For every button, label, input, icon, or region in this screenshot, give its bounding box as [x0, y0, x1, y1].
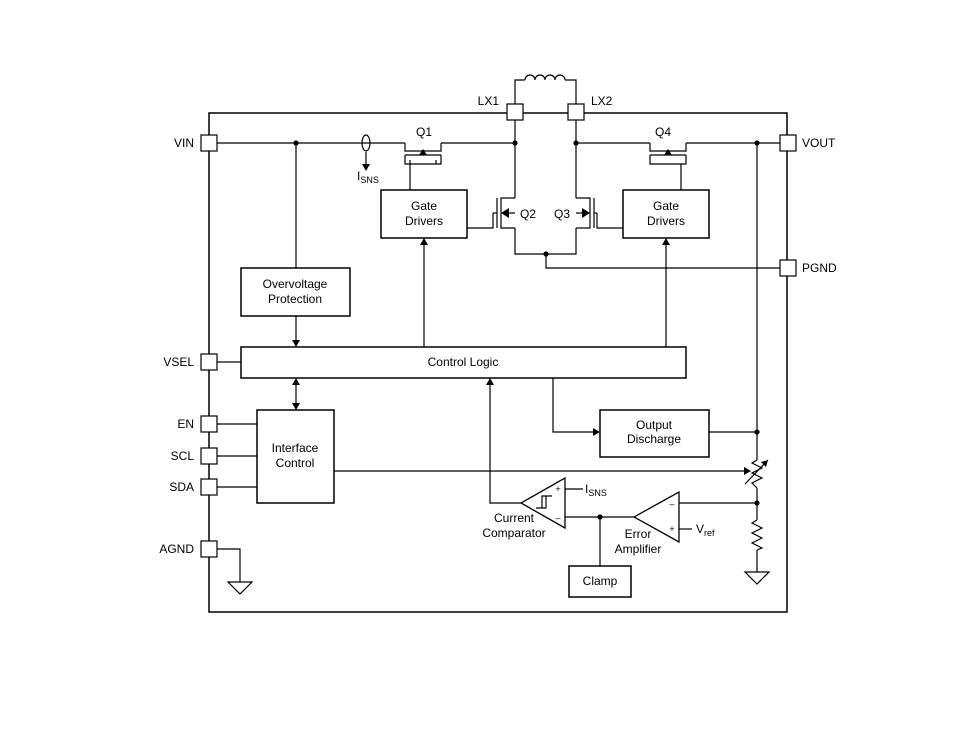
current-comparator [519, 476, 566, 530]
junctions [293, 140, 760, 520]
wiring [217, 120, 780, 582]
pin-pgnd [779, 259, 797, 277]
pin-sda [200, 478, 218, 496]
current-sense-ring [361, 134, 371, 152]
pin-lx2 [567, 103, 585, 121]
pin-label-vout: VOUT [802, 136, 836, 150]
inductor [514, 74, 577, 104]
gate-drivers-right-block [622, 189, 710, 239]
control-logic-label: Control Logic [428, 355, 499, 369]
current-comparator-line1: Current [494, 511, 535, 525]
comparator-plus-sign: + [555, 484, 560, 494]
interface-control-line2: Control [276, 456, 315, 470]
label-q1: Q1 [416, 125, 432, 139]
clamp-block [568, 565, 632, 598]
clamp-label: Clamp [583, 574, 618, 588]
pin-label-scl: SCL [171, 449, 195, 463]
pin-label-lx1: LX1 [478, 94, 500, 108]
feedback-resistor [750, 519, 764, 551]
error-amp-minus-sign: – [669, 499, 674, 509]
overvoltage-protection-block [240, 267, 351, 317]
pin-label-vin: VIN [174, 136, 194, 150]
control-logic-block [240, 346, 687, 379]
label-q2: Q2 [520, 207, 536, 221]
variable-resistor [744, 459, 769, 489]
output-discharge-line2: Discharge [627, 432, 681, 446]
vref-label: Vref [696, 522, 715, 538]
overvoltage-line2: Protection [268, 292, 322, 306]
error-amplifier [632, 490, 680, 544]
gate-drivers-right-line2: Drivers [647, 214, 685, 228]
arrowheads [292, 164, 751, 475]
pin-label-lx2: LX2 [591, 94, 613, 108]
gate-drivers-left-line2: Drivers [405, 214, 443, 228]
pin-label-sda: SDA [169, 480, 194, 494]
isns-comparator-label: ISNS [585, 482, 607, 498]
ground-symbol-agnd [226, 581, 254, 595]
output-discharge-block [599, 409, 710, 458]
label-q3: Q3 [554, 207, 570, 221]
pin-vout [779, 134, 797, 152]
interface-control-block [256, 409, 335, 504]
pin-label-pgnd: PGND [802, 261, 837, 275]
transistor-q4 [649, 143, 687, 165]
label-q4: Q4 [655, 125, 671, 139]
transistor-q1 [404, 143, 442, 165]
error-amplifier-line1: Error [625, 527, 652, 541]
gate-drivers-right-line1: Gate [653, 199, 679, 213]
pin-en [200, 415, 218, 433]
pin-label-vsel: VSEL [163, 355, 194, 369]
pin-agnd [200, 540, 218, 558]
isns-top-label: ISNS [357, 169, 379, 185]
gate-drivers-left-block [380, 189, 468, 239]
error-amp-plus-sign: + [669, 524, 674, 534]
ground-symbol-right [743, 571, 771, 585]
overvoltage-line1: Overvoltage [263, 277, 328, 291]
interface-control-line1: Interface [272, 441, 319, 455]
pin-vsel [200, 353, 218, 371]
error-amplifier-line2: Amplifier [615, 542, 662, 556]
pin-label-agnd: AGND [159, 542, 194, 556]
current-comparator-line2: Comparator [482, 526, 545, 540]
pin-scl [200, 447, 218, 465]
pins [200, 103, 797, 558]
pin-lx1 [506, 103, 524, 121]
transistor-q2 [493, 197, 515, 229]
pin-label-en: EN [177, 417, 194, 431]
output-discharge-line1: Output [636, 418, 673, 432]
comparator-minus-sign: – [555, 513, 560, 523]
pin-vin [200, 134, 218, 152]
gate-drivers-left-line1: Gate [411, 199, 437, 213]
transistor-q3 [576, 197, 597, 229]
